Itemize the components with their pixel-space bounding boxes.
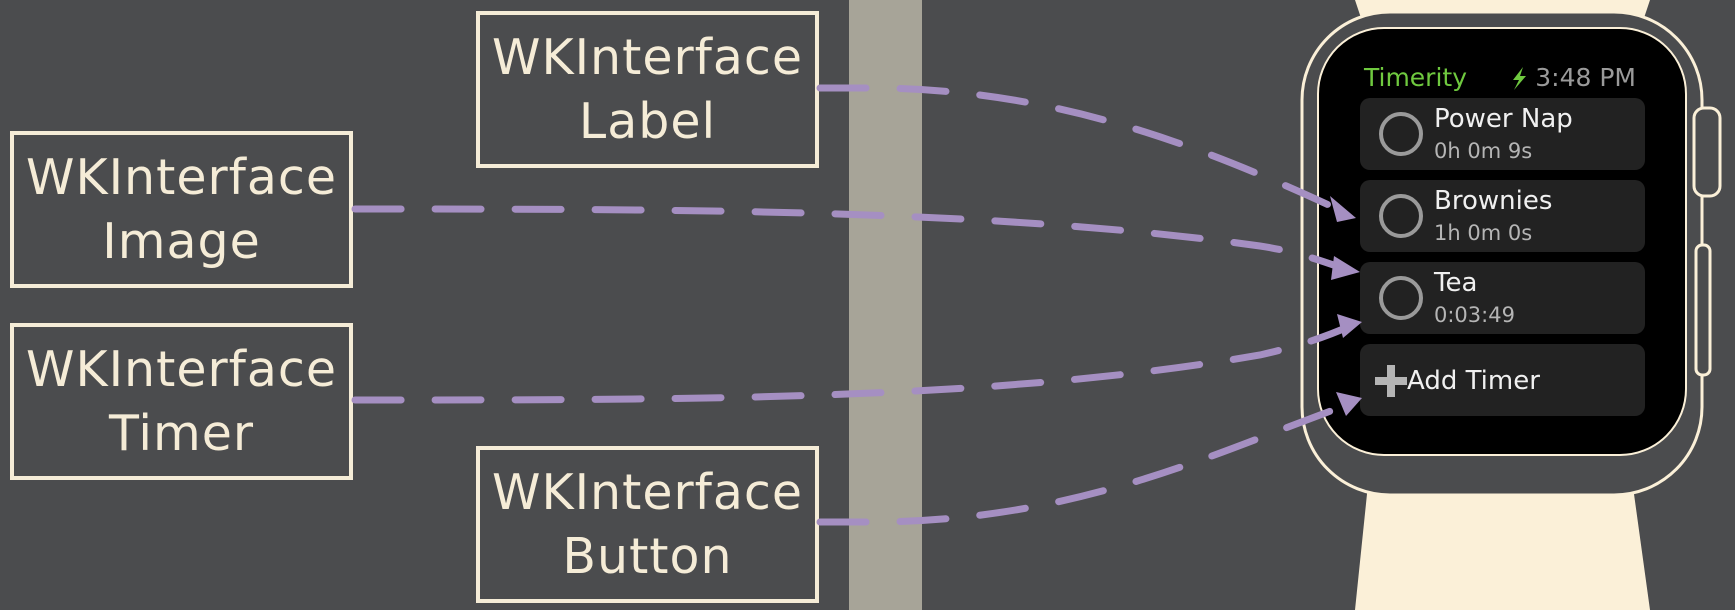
arrowheads: [1330, 196, 1362, 416]
connector-image: [351, 205, 1352, 274]
callout-wkinterface-button: WKInterface Button: [476, 446, 819, 603]
divider-band: [849, 0, 922, 610]
callout-timer-line2: Timer: [108, 404, 255, 462]
arrowhead: [1331, 256, 1360, 280]
callout-label-line2: Label: [578, 92, 717, 150]
callout-wkinterface-image: WKInterface Image: [10, 131, 353, 288]
timer-time: 1h 0m 0s: [1434, 221, 1532, 245]
timer-row[interactable]: [1360, 262, 1645, 334]
callout-wkinterface-timer: WKInterface Timer: [10, 323, 353, 480]
timer-time: 0:03:49: [1434, 303, 1515, 327]
digital-crown: [1692, 106, 1722, 198]
lightning-bolt-icon: [1513, 67, 1526, 90]
timer-name: Brownies: [1434, 186, 1552, 216]
connector-label: [816, 84, 1348, 216]
callout-button-line1: WKInterface: [492, 463, 803, 521]
clock: 3:48 PM: [1535, 63, 1636, 92]
callout-button-line2: Button: [562, 527, 733, 585]
timer-row[interactable]: [1360, 180, 1645, 252]
arrowhead: [1336, 392, 1362, 416]
add-timer-button[interactable]: [1360, 344, 1645, 416]
timer-name: Tea: [1433, 268, 1477, 298]
callout-image-line1: WKInterface: [26, 148, 337, 206]
timer-row[interactable]: [1360, 98, 1645, 170]
add-timer-label: Add Timer: [1407, 366, 1540, 396]
plus-icon: [1375, 365, 1407, 397]
watch-band-bottom: [1355, 465, 1650, 610]
callout-label-line1: WKInterface: [492, 28, 803, 86]
connector-timer: [351, 322, 1354, 404]
timer-time: 0h 0m 9s: [1434, 139, 1532, 163]
connectors: [351, 84, 1354, 526]
circle-icon: [1379, 194, 1423, 238]
circle-icon: [1379, 112, 1423, 156]
circle-icon: [1379, 276, 1423, 320]
callout-timer-line1: WKInterface: [26, 340, 337, 398]
arrowhead: [1337, 314, 1362, 338]
timer-name: Power Nap: [1434, 104, 1573, 134]
arrowhead: [1330, 196, 1356, 222]
callout-image-line2: Image: [102, 212, 261, 270]
app-title: Timerity: [1363, 63, 1467, 92]
callout-wkinterface-label: WKInterface Label: [476, 11, 819, 168]
side-button: [1694, 243, 1712, 377]
connector-button: [816, 400, 1354, 526]
